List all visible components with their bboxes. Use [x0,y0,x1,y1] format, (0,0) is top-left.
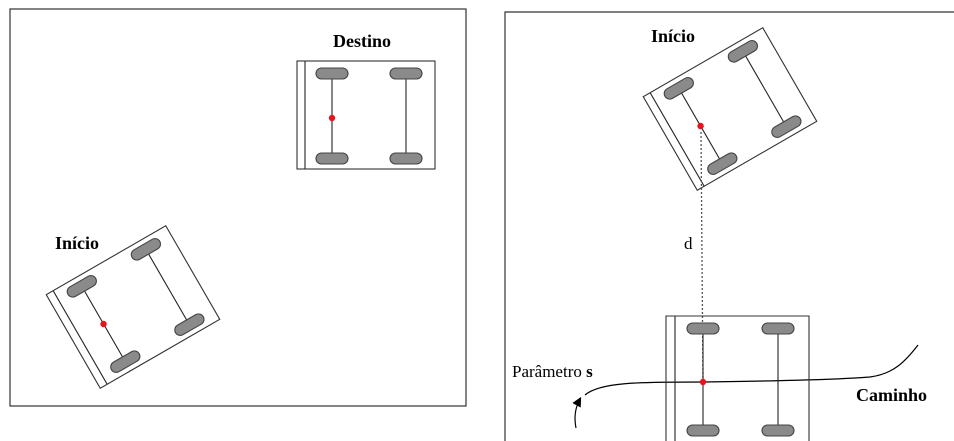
path-label: Caminho [856,385,927,405]
parameter-arrow [572,396,582,429]
wheel [686,424,720,437]
vehicle-bumper-line [52,290,108,385]
reference-point [100,320,107,328]
front-axle [145,248,191,326]
wheel [727,40,759,63]
reference-point [328,114,336,122]
parameter-label-symbol: s [586,362,593,381]
wheel [110,350,141,373]
path-curve [584,344,919,396]
wheel [389,152,423,165]
distance-label: d [684,234,693,253]
parameter-label-prefix: Parâmetro [512,362,586,381]
wheel [389,67,423,80]
wheel [66,275,97,298]
wheel [315,67,349,80]
left-panel: Destino Início [9,8,467,407]
wheel [686,322,720,335]
wheel [174,313,205,336]
right-panel-frame [504,11,954,441]
wheel [771,115,802,138]
vehicle-body [296,60,436,170]
reference-point [699,378,707,386]
left-panel-frame [9,8,467,407]
wheel [315,152,349,165]
vehicle-bumper-line [649,92,705,187]
wheel [707,152,738,175]
path-vehicle [665,315,810,441]
start-vehicle-right [642,26,818,192]
vehicle-body [45,224,221,390]
front-axle [742,50,788,128]
reference-point [697,122,704,130]
destination-label: Destino [333,31,391,51]
wheel [130,238,162,261]
wheel [761,322,795,335]
vehicle-body [665,315,810,441]
right-panel: Início d Caminho Parâmetro s [504,11,954,441]
start-label-right: Início [651,26,695,46]
destination-vehicle [296,60,436,170]
vehicle-body [642,26,818,192]
start-label-left: Início [55,233,99,253]
wheel [663,77,694,100]
start-vehicle-left [45,224,221,390]
wheel [761,424,795,437]
parameter-label: Parâmetro s [512,362,593,381]
